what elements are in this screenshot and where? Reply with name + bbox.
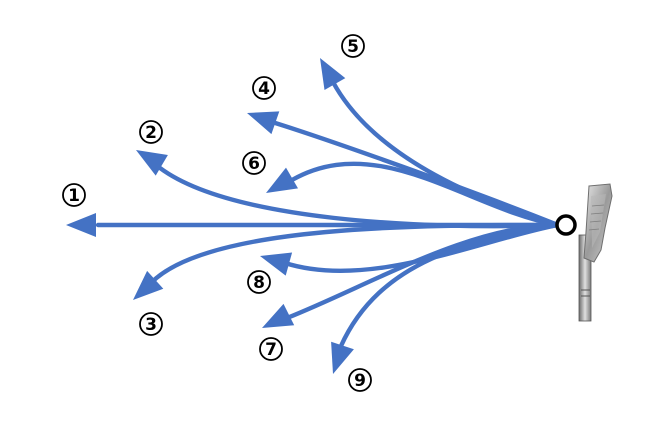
arrowhead-1 (66, 213, 96, 237)
arrowhead-5 (320, 58, 346, 90)
path-label-5: 5 (341, 34, 365, 58)
trajectory-2 (136, 150, 561, 229)
svg-text:4: 4 (258, 79, 270, 99)
path-label-9: 9 (348, 368, 372, 392)
svg-text:9: 9 (354, 371, 366, 391)
golf-iron-club-icon (578, 183, 613, 322)
svg-text:1: 1 (68, 186, 80, 206)
svg-text:7: 7 (265, 340, 277, 360)
arrowhead-2 (136, 150, 168, 176)
trajectory-3 (133, 222, 561, 300)
svg-text:2: 2 (145, 123, 157, 143)
trajectory-line-6 (289, 161, 561, 228)
path-label-4: 4 (252, 76, 276, 100)
arrowhead-9 (331, 341, 354, 374)
arrowhead-6 (266, 167, 298, 193)
svg-text:8: 8 (253, 273, 265, 293)
path-label-8: 8 (247, 270, 271, 294)
trajectory-line-3 (149, 222, 561, 285)
svg-text:6: 6 (248, 154, 260, 174)
trajectory-9 (331, 222, 561, 374)
trajectory-line-5 (330, 79, 561, 228)
arrowhead-3 (133, 270, 164, 300)
arrowhead-4 (247, 111, 280, 135)
trajectory-line-2 (157, 165, 561, 229)
arrowhead-7 (262, 303, 295, 328)
golf-ball-icon (555, 214, 577, 236)
path-label-1: 1 (62, 183, 86, 207)
path-label-2: 2 (139, 120, 163, 144)
trajectory-7 (262, 222, 561, 328)
path-label-6: 6 (242, 151, 266, 175)
trajectory-6 (266, 161, 561, 228)
trajectory-5 (320, 58, 561, 228)
svg-text:3: 3 (145, 315, 157, 335)
trajectory-line-9 (338, 222, 561, 349)
path-label-7: 7 (259, 337, 283, 361)
svg-text:5: 5 (347, 37, 359, 57)
arrowhead-8 (260, 252, 293, 276)
path-label-3: 3 (139, 312, 163, 336)
